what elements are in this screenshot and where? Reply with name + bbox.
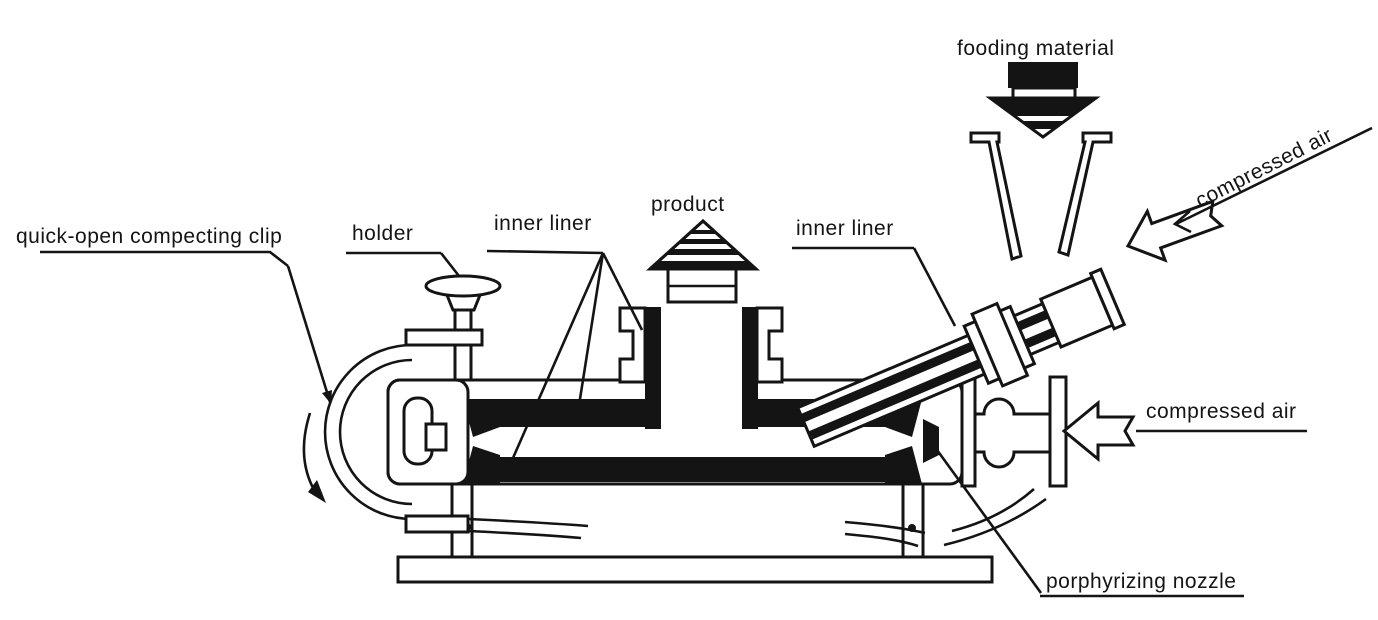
base-plate [396,555,994,584]
inner-liner-leader-3 [601,252,644,331]
right-pivot-dot [908,524,916,532]
inner-liner-left-underline [486,249,604,255]
machine-base [396,480,994,584]
injector-liner-bottom [807,307,1105,440]
inner-liner-leader-2 [575,252,605,419]
quick-open-clip [323,274,502,534]
injector-liner-top [800,289,1097,423]
label-compressed-air-top: compressed air [1192,124,1337,213]
outlet-flange-right [755,306,784,384]
clamp-swing-tubes [463,488,1047,548]
label-feeding-material: fooding material [957,37,1114,60]
label-clip: quick-open compecting clip [16,225,282,248]
label-nozzle: porphyrizing nozzle [1046,570,1236,593]
feed-hopper [969,131,1113,261]
feed-injector [795,267,1127,449]
label-inner-liner-right: inner liner [796,217,894,240]
swing-direction-arrow [302,412,326,503]
label-product: product [651,193,725,216]
product-arrow [646,218,760,304]
holder-leader [439,252,461,277]
clip-top-bar [404,328,484,347]
end-cap-slot-tab [424,422,448,452]
outlet-flange-left [618,306,647,384]
clip-leader [286,265,332,403]
inner-liner-leader-1 [511,252,605,459]
compressed-air-arrow-top [1125,199,1225,263]
outlet-liner-right [742,307,758,429]
right-swing-arc [951,488,1035,533]
clip-leader-arrowhead [322,390,332,404]
hopper-wall-right [1057,131,1113,257]
clip-bottom-bar [404,514,470,534]
handwheel [424,274,502,298]
label-compressed-air-right: compressed air [1146,400,1297,423]
label-holder: holder [352,222,413,245]
product-outlet [618,306,784,429]
label-inner-liner-left: inner liner [494,212,592,235]
air-inlet-fitting [960,375,1068,488]
right-swing-arc-2 [943,497,1047,547]
hopper-wall-left [969,131,1023,261]
injector-flange [970,301,1030,388]
compressed-air-top-underline [1175,126,1373,226]
nozzle-leader [935,449,1043,594]
clip-inner-arc [338,358,413,506]
feeding-material-arrow [985,62,1101,139]
air-inlet-end-plate [1088,267,1127,331]
grinding-chamber [386,375,1068,488]
compressed-air-arrow-right [1061,399,1136,463]
clip-underline [40,250,289,268]
clip-outer-arc [323,343,413,521]
compressed-air-top-chevron [1172,210,1192,234]
inner-liner-right-leader [912,247,957,327]
right-leg [901,480,925,560]
outlet-liner-left [645,307,661,429]
inner-liner-bottom [498,457,887,482]
